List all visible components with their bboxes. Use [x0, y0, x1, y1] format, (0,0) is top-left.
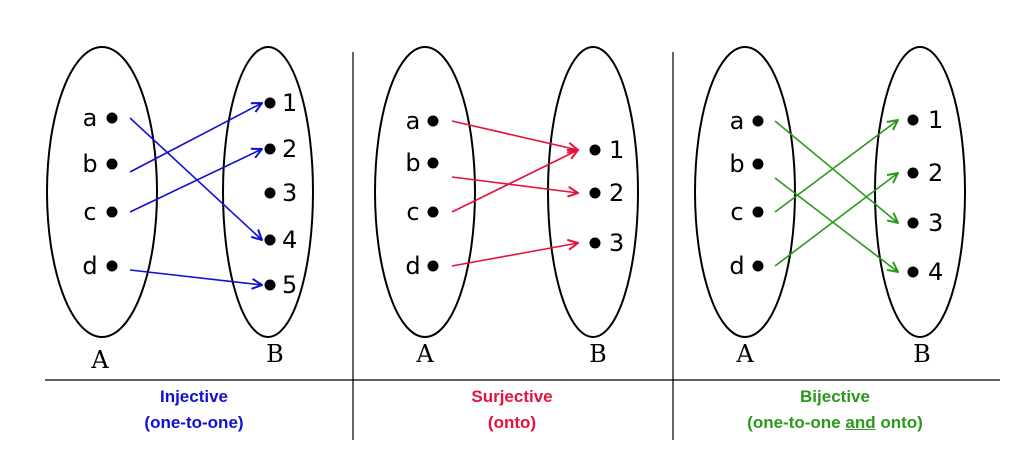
codomain-dot-4	[907, 266, 919, 278]
domain-dot-c	[106, 206, 118, 218]
caption-surjective-subtitle: (onto)	[487, 413, 537, 432]
arrow-b-to-4	[774, 177, 898, 272]
domain-dot-c	[752, 206, 764, 218]
domain-label-a: a	[406, 107, 421, 135]
set-a-label: A	[415, 340, 434, 368]
set-b-label: B	[913, 340, 931, 368]
caption-surjective-title: Surjective	[471, 387, 553, 406]
caption-bijective-and: and	[845, 413, 876, 432]
caption-injective-title: Injective	[159, 387, 229, 406]
domain-label-c: c	[406, 198, 419, 226]
codomain-label-3: 3	[609, 229, 624, 257]
caption-bijective-subtitle: (one-to-one and onto)	[685, 410, 985, 436]
set-a-oval	[694, 46, 796, 338]
set-b-oval	[222, 46, 314, 338]
domain-dot-d	[106, 260, 118, 272]
caption-bijective: Bijective (one-to-one and onto)	[685, 384, 985, 436]
domain-label-d: d	[405, 252, 420, 280]
arrow-d-to-3	[451, 243, 578, 267]
domain-dot-a	[752, 115, 764, 127]
codomain-dot-4	[264, 234, 276, 246]
caption-bijective-post: onto)	[875, 413, 923, 432]
arrow-c-to-1	[451, 150, 578, 213]
arrow-b-to-2	[451, 176, 578, 193]
set-a-oval	[46, 46, 158, 338]
codomain-dot-1	[589, 144, 601, 156]
domain-label-c: c	[83, 198, 96, 226]
codomain-label-1: 1	[282, 89, 297, 117]
domain-label-a: a	[83, 104, 98, 132]
codomain-label-4: 4	[928, 258, 943, 286]
codomain-dot-3	[264, 187, 276, 199]
caption-surjective: Surjective (onto)	[362, 384, 662, 436]
set-b-oval	[874, 46, 966, 338]
codomain-dot-1	[264, 97, 276, 109]
set-a-label: A	[90, 346, 109, 374]
domain-label-a: a	[730, 107, 745, 135]
domain-label-b: b	[82, 150, 97, 178]
codomain-dot-2	[264, 143, 276, 155]
codomain-dot-3	[907, 217, 919, 229]
caption-injective-subtitle: (one-to-one)	[144, 413, 244, 432]
codomain-label-2: 2	[282, 135, 297, 163]
arrow-c-to-2	[129, 149, 262, 213]
arrow-d-to-2	[774, 173, 898, 267]
caption-injective: Injective (one-to-one)	[44, 384, 344, 436]
domain-label-d: d	[729, 252, 744, 280]
domain-label-c: c	[730, 198, 743, 226]
codomain-dot-1	[907, 114, 919, 126]
domain-dot-c	[427, 206, 439, 218]
codomain-label-4: 4	[282, 226, 297, 254]
domain-dot-d	[752, 260, 764, 272]
domain-dot-a	[106, 112, 118, 124]
arrow-d-to-5	[129, 269, 262, 285]
domain-dot-b	[106, 158, 118, 170]
arrow-a-to-1	[451, 120, 578, 150]
codomain-label-3: 3	[928, 209, 943, 237]
caption-bijective-pre: (one-to-one	[747, 413, 846, 432]
arrow-a-to-4	[129, 117, 262, 240]
set-b-oval	[547, 46, 639, 338]
domain-dot-b	[752, 158, 764, 170]
codomain-dot-2	[907, 167, 919, 179]
domain-dot-b	[427, 157, 439, 169]
codomain-label-5: 5	[282, 271, 297, 299]
set-a-label: A	[735, 340, 754, 368]
domain-dot-d	[427, 260, 439, 272]
codomain-label-1: 1	[609, 136, 624, 164]
set-a-oval	[374, 46, 476, 338]
domain-label-b: b	[405, 149, 420, 177]
arrow-c-to-1	[774, 120, 898, 213]
domain-label-d: d	[82, 252, 97, 280]
codomain-label-2: 2	[609, 179, 624, 207]
domain-label-b: b	[729, 150, 744, 178]
arrow-b-to-1	[129, 103, 262, 173]
codomain-dot-3	[589, 237, 601, 249]
codomain-label-1: 1	[928, 106, 943, 134]
codomain-label-3: 3	[282, 179, 297, 207]
codomain-dot-2	[589, 187, 601, 199]
codomain-label-2: 2	[928, 159, 943, 187]
set-b-label: B	[589, 340, 607, 368]
caption-bijective-title: Bijective	[800, 387, 870, 406]
domain-dot-a	[427, 115, 439, 127]
arrow-a-to-3	[774, 120, 898, 223]
set-b-label: B	[266, 340, 284, 368]
codomain-dot-5	[264, 279, 276, 291]
